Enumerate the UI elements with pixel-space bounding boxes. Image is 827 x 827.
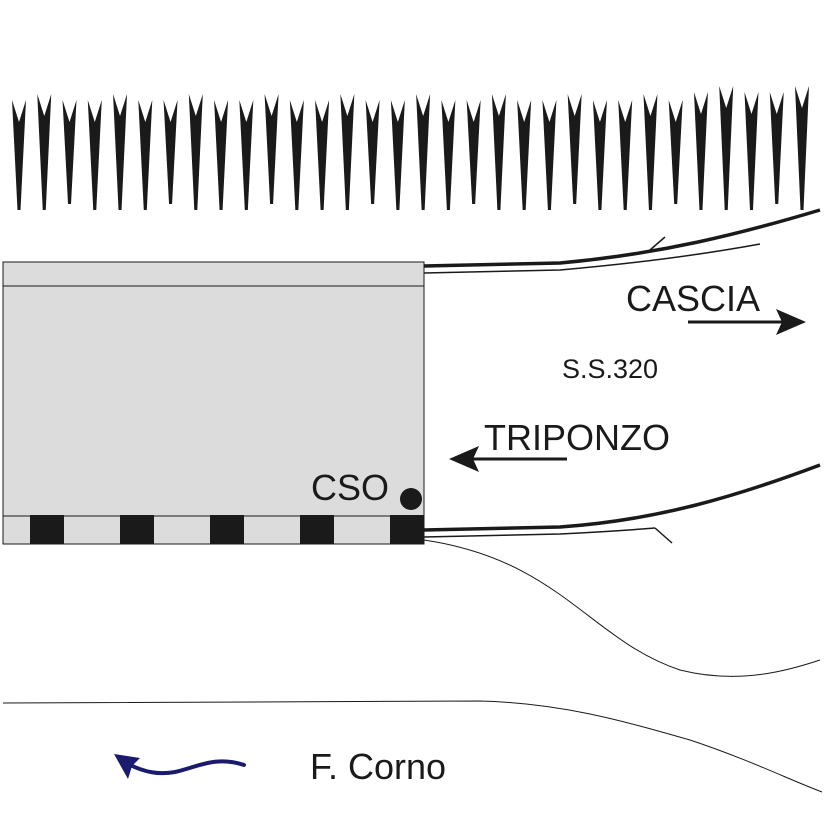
pillar — [210, 515, 244, 544]
river-bank-upper — [423, 539, 821, 677]
escarpment-spike — [163, 100, 178, 204]
escarpment-spike — [62, 100, 77, 204]
escarpment-spike — [239, 100, 254, 210]
road-upper-edge — [423, 208, 821, 274]
escarpment-spike — [390, 100, 405, 210]
escarpment-spike — [542, 100, 557, 210]
pillar-row — [30, 515, 424, 544]
cso-station-marker — [400, 488, 422, 510]
escarpment-spike — [138, 100, 153, 210]
escarpment-spike — [592, 100, 607, 210]
escarpment-spike — [441, 100, 456, 210]
cascia-arrow — [688, 309, 806, 335]
escarpment-spike — [769, 92, 784, 204]
escarpment-spike — [365, 100, 380, 204]
label-cso: CSO — [311, 467, 389, 508]
escarpment-spike — [643, 94, 658, 210]
escarpment-spike — [567, 94, 582, 204]
escarpment-spike — [795, 86, 809, 210]
label-triponzo: TRIPONZO — [484, 417, 670, 458]
escarpment-spike — [416, 94, 431, 210]
escarpment-spike — [668, 100, 683, 204]
escarpment-spike — [214, 100, 229, 210]
escarpment-spike — [315, 100, 330, 210]
escarpment-spike — [618, 100, 633, 210]
pillar — [390, 515, 424, 544]
escarpment-spike — [744, 92, 759, 210]
river-flow-arrow-icon — [114, 754, 246, 779]
escarpment-spike — [466, 100, 481, 204]
escarpment-spike — [87, 100, 102, 210]
label-river: F. Corno — [310, 746, 446, 787]
escarpment-spike — [264, 94, 279, 204]
escarpment-spike — [719, 86, 734, 210]
escarpment-spike — [693, 92, 708, 210]
pillar — [300, 515, 334, 544]
escarpment-spike — [340, 94, 355, 210]
road-lower-edge — [423, 463, 821, 544]
label-road: S.S.320 — [562, 354, 658, 384]
escarpment-spike — [113, 94, 128, 210]
escarpment-spike — [188, 94, 203, 210]
label-cascia: CASCIA — [626, 278, 760, 319]
pillar — [120, 515, 154, 544]
escarpment-spike — [491, 94, 506, 210]
escarpment-spike — [12, 100, 26, 210]
triponzo-arrow — [449, 446, 567, 472]
escarpment-spike — [517, 100, 532, 210]
escarpment-spike — [289, 100, 304, 210]
pillar — [30, 515, 64, 544]
escarpment-spike — [37, 94, 52, 210]
river-bank-lower — [2, 700, 823, 793]
escarpment-hatching — [12, 86, 809, 210]
